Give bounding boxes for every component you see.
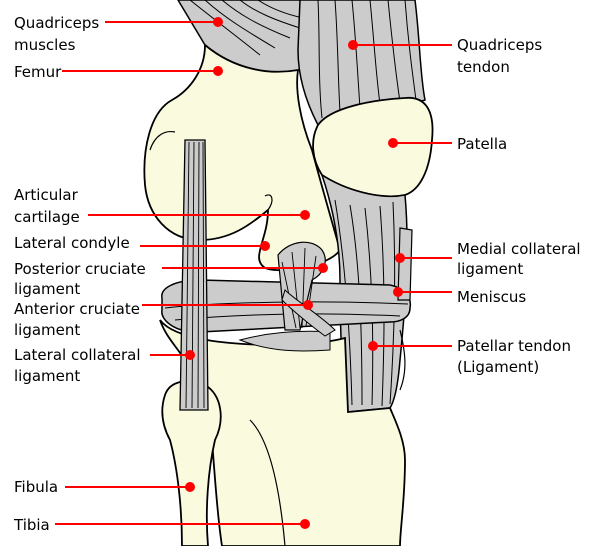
dot-lateral-condyle (260, 241, 270, 251)
label-meniscus: Meniscus (457, 288, 526, 306)
label-patellar-tendon: Patellar tendon (Ligament) (457, 337, 576, 376)
dot-medial-collateral (395, 253, 405, 263)
dot-femur (213, 66, 223, 76)
dot-quadriceps-tendon (348, 40, 358, 50)
labels-right: Quadriceps tendon Patella Medial collate… (457, 36, 585, 376)
dot-quadriceps-muscles (213, 17, 223, 27)
dot-patellar-tendon (368, 341, 378, 351)
label-lateral-condyle: Lateral condyle (14, 234, 130, 252)
dot-posterior-cruciate (318, 263, 328, 273)
label-posterior-cruciate-ligament: Posterior cruciate ligament (14, 260, 150, 298)
label-articular-cartilage: Articular cartilage (14, 186, 83, 226)
label-quadriceps-muscles: Quadriceps muscles (14, 14, 104, 54)
label-anterior-cruciate-ligament: Anterior cruciate ligament (14, 300, 145, 339)
label-fibula: Fibula (14, 478, 58, 496)
dot-fibula (185, 482, 195, 492)
label-patella: Patella (457, 135, 507, 153)
labels-left: Quadriceps muscles Femur Articular carti… (13, 14, 150, 534)
leader-lines (55, 17, 452, 529)
label-femur: Femur (14, 63, 62, 81)
lateral-collateral-ligament-shape (179, 139, 209, 411)
label-medial-collateral-ligament: Medial collateral ligament (457, 240, 585, 278)
dot-anterior-cruciate (303, 300, 313, 310)
label-lateral-collateral-ligament: Lateral collateral ligament (14, 346, 145, 385)
label-quadriceps-tendon: Quadriceps tendon (457, 36, 547, 76)
dot-lateral-collateral (185, 350, 195, 360)
dot-meniscus (393, 287, 403, 297)
medial-collateral-ligament-shape (397, 227, 413, 301)
dot-patella (388, 138, 398, 148)
dot-tibia (300, 519, 310, 529)
dot-articular-cartilage (300, 210, 310, 220)
label-tibia: Tibia (13, 516, 50, 534)
